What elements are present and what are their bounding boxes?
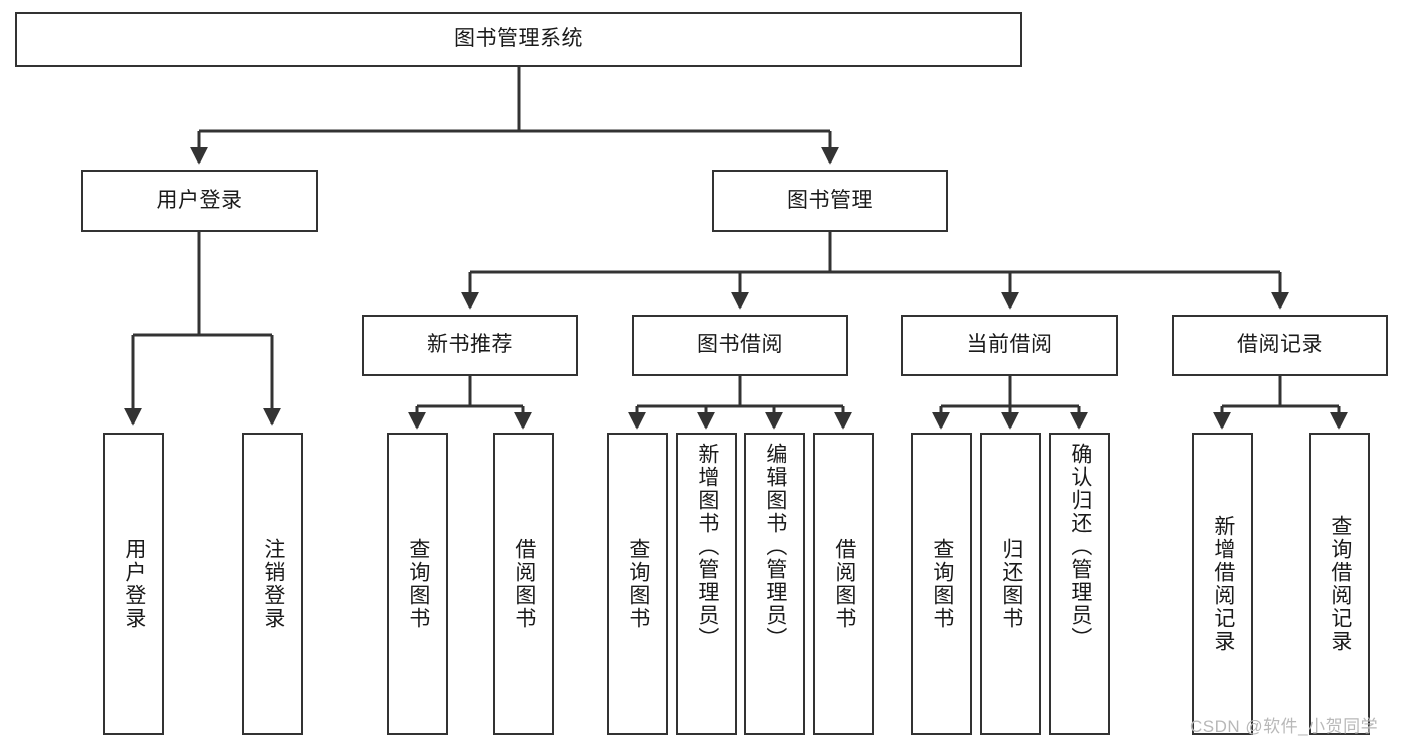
leaf-user-login-login[interactable]: 用户登录 xyxy=(103,433,164,735)
leaf-current-confirm-return-label: 确认归还（管理员） xyxy=(1068,443,1092,650)
leaf-borrow-add-book-label: 新增图书（管理员） xyxy=(695,443,719,650)
leaf-current-return-book[interactable]: 归还图书 xyxy=(980,433,1041,735)
node-root[interactable]: 图书管理系统 xyxy=(15,12,1022,67)
leaf-user-login-logout-label: 注销登录 xyxy=(261,538,285,630)
leaf-borrow-edit-book-label: 编辑图书（管理员） xyxy=(763,443,787,650)
leaf-record-query-label: 查询借阅记录 xyxy=(1328,515,1352,653)
node-user-login[interactable]: 用户登录 xyxy=(81,170,318,232)
leaf-borrow-query-book[interactable]: 查询图书 xyxy=(607,433,668,735)
node-book-management-label: 图书管理 xyxy=(787,188,873,212)
node-new-book-recommend-label: 新书推荐 xyxy=(427,333,513,357)
leaf-borrow-add-book[interactable]: 新增图书（管理员） xyxy=(676,433,737,735)
node-current-borrow-label: 当前借阅 xyxy=(966,333,1053,357)
node-borrow-record[interactable]: 借阅记录 xyxy=(1172,315,1388,376)
leaf-new-book-borrow-label: 借阅图书 xyxy=(512,538,536,630)
node-book-management[interactable]: 图书管理 xyxy=(712,170,948,232)
node-new-book-recommend[interactable]: 新书推荐 xyxy=(362,315,578,376)
leaf-current-return-book-label: 归还图书 xyxy=(999,538,1023,630)
leaf-record-add[interactable]: 新增借阅记录 xyxy=(1192,433,1253,735)
leaf-borrow-query-book-label: 查询图书 xyxy=(626,538,650,630)
leaf-current-query-book[interactable]: 查询图书 xyxy=(911,433,972,735)
leaf-new-book-borrow[interactable]: 借阅图书 xyxy=(493,433,554,735)
leaf-borrow-borrow-book[interactable]: 借阅图书 xyxy=(813,433,874,735)
node-current-borrow[interactable]: 当前借阅 xyxy=(901,315,1118,376)
node-root-label: 图书管理系统 xyxy=(454,27,583,51)
leaf-new-book-query[interactable]: 查询图书 xyxy=(387,433,448,735)
node-user-login-label: 用户登录 xyxy=(156,188,243,212)
leaf-new-book-query-label: 查询图书 xyxy=(406,538,430,630)
leaf-user-login-login-label: 用户登录 xyxy=(122,538,146,630)
node-book-borrow-label: 图书借阅 xyxy=(697,333,783,357)
leaf-record-add-label: 新增借阅记录 xyxy=(1211,515,1235,653)
node-borrow-record-label: 借阅记录 xyxy=(1237,333,1323,357)
leaf-borrow-borrow-book-label: 借阅图书 xyxy=(832,538,856,630)
node-book-borrow[interactable]: 图书借阅 xyxy=(632,315,848,376)
leaf-current-confirm-return[interactable]: 确认归还（管理员） xyxy=(1049,433,1110,735)
leaf-user-login-logout[interactable]: 注销登录 xyxy=(242,433,303,735)
leaf-record-query[interactable]: 查询借阅记录 xyxy=(1309,433,1370,735)
leaf-current-query-book-label: 查询图书 xyxy=(930,538,954,630)
watermark: CSDN @软件_小贺同学 xyxy=(1190,717,1379,736)
leaf-borrow-edit-book[interactable]: 编辑图书（管理员） xyxy=(744,433,805,735)
